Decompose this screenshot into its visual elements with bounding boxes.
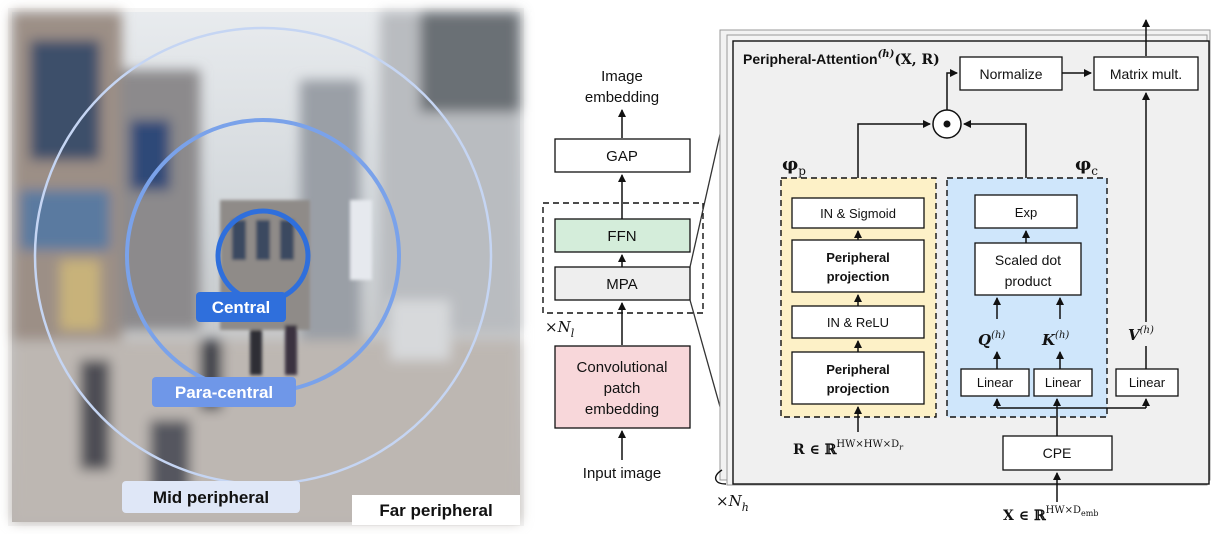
exp-label: Exp xyxy=(1015,205,1037,220)
in-relu-box xyxy=(791,305,925,339)
k-label: K(h) xyxy=(1041,330,1069,349)
scaled-dot-label-2: product xyxy=(1005,273,1052,289)
ffn-label: FFN xyxy=(607,228,636,245)
peripheral-projection-1-label-a: Peripheral xyxy=(826,250,890,265)
mid-peripheral-tag: Mid peripheral xyxy=(122,481,300,513)
peripheral-projection-2-box xyxy=(791,351,925,405)
peripheral-projection-2-label-b: projection xyxy=(827,381,890,396)
linear-q-box xyxy=(960,368,1030,397)
street-photo xyxy=(8,8,524,526)
in-relu-label: IN & ReLU xyxy=(827,315,889,330)
mpa-box xyxy=(554,266,691,301)
in-sigmoid-label: IN & Sigmoid xyxy=(820,206,896,221)
para-central-tag: Para-central xyxy=(152,377,296,407)
normalize-label: Normalize xyxy=(979,66,1042,82)
peripheral-projection-1-label-b: projection xyxy=(827,269,890,284)
linear-q-label: Linear xyxy=(977,375,1014,390)
normalize-box xyxy=(959,56,1063,91)
cpe-box xyxy=(1002,435,1113,471)
head-repeat-label: ×Nh xyxy=(716,492,749,514)
head-repeat-curl xyxy=(715,469,727,485)
ffn-box xyxy=(554,218,691,253)
mpa-label: MPA xyxy=(606,276,637,293)
peripheral-projection-1-box xyxy=(791,239,925,293)
scaled-dot-label-1: Scaled dot xyxy=(995,252,1061,268)
x-input-label: X ∈ ℝHW×Demb xyxy=(1003,505,1098,524)
linear-k-box xyxy=(1033,368,1093,397)
linear-v-box xyxy=(1115,368,1179,397)
input-image-label: Input image xyxy=(583,465,661,482)
scaled-dot-product-box xyxy=(974,242,1082,296)
patch-label-3: embedding xyxy=(585,401,659,418)
gap-label: GAP xyxy=(606,148,638,165)
q-label: Q(h) xyxy=(978,330,1005,349)
mid-peripheral-label: Mid peripheral xyxy=(153,488,269,507)
attention-title: Peripheral-Attention(h)(X, R) xyxy=(743,49,940,68)
para-central-label: Para-central xyxy=(175,383,273,402)
matmul-label: Matrix mult. xyxy=(1110,66,1182,82)
linear-v-label: Linear xyxy=(1129,375,1166,390)
phi-p-label: φp xyxy=(782,154,806,178)
image-embedding-label-2: embedding xyxy=(585,89,659,106)
far-peripheral-label: Far peripheral xyxy=(379,501,492,520)
gap-box xyxy=(554,138,691,173)
central-label: Central xyxy=(212,298,271,317)
r-input-label: R ∈ ℝHW×HW×Dr xyxy=(793,439,904,458)
exp-box xyxy=(974,194,1078,229)
linear-k-label: Linear xyxy=(1045,375,1082,390)
image-embedding-label-1: Image xyxy=(601,68,643,85)
cpe-label: CPE xyxy=(1043,445,1072,461)
patch-label-1: Convolutional xyxy=(577,359,668,376)
central-tag: Central xyxy=(196,292,286,322)
v-label: V(h) xyxy=(1128,325,1154,344)
patch-embedding-box xyxy=(554,345,691,429)
layer-repeat-box xyxy=(542,202,704,314)
far-peripheral-tag: Far peripheral xyxy=(352,495,520,525)
layer-repeat-label: ×Nl xyxy=(545,318,575,340)
patch-label-2: patch xyxy=(604,380,641,397)
in-sigmoid-box xyxy=(791,197,925,229)
peripheral-projection-2-label-a: Peripheral xyxy=(826,362,890,377)
phi-c-label: φc xyxy=(1075,154,1098,178)
matmul-box xyxy=(1093,56,1199,91)
